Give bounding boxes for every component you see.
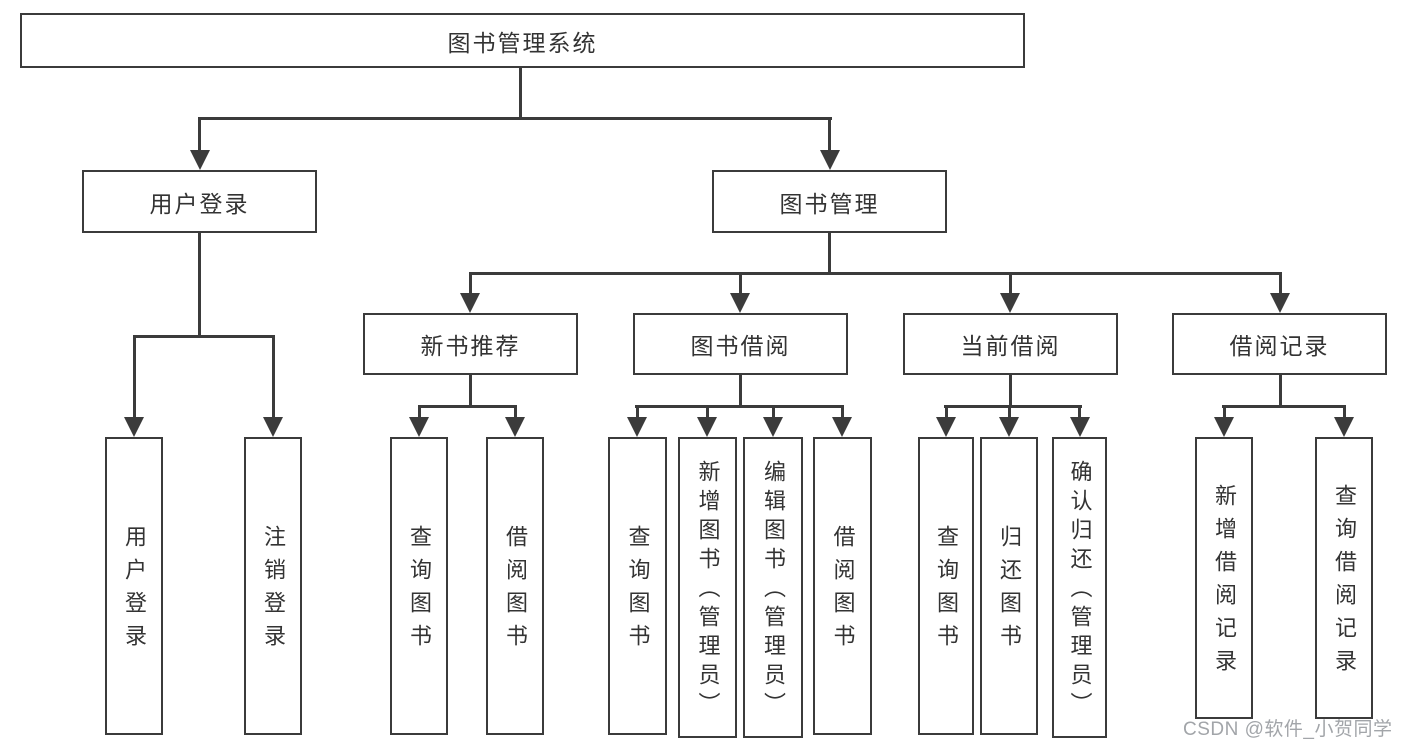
connector-line — [772, 405, 775, 419]
node-borrowing-records: 借阅记录 — [1172, 313, 1387, 375]
arrow-down-icon — [936, 417, 956, 437]
leaf-user-login: 用户登录 — [105, 437, 163, 735]
connector-line — [1279, 272, 1282, 295]
leaf-borrow-books: 借阅图书 — [813, 437, 872, 735]
connector-line — [519, 68, 522, 118]
node-user-login: 用户登录 — [82, 170, 317, 233]
arrow-down-icon — [832, 417, 852, 437]
arrow-down-icon — [124, 417, 144, 437]
connector-line — [418, 405, 421, 419]
leaf-logout: 注销登录 — [244, 437, 302, 735]
arrow-down-icon — [1270, 293, 1290, 313]
leaf-confirm-return-admin: 确认归还（管理员） — [1052, 437, 1107, 738]
connector-line — [418, 405, 517, 408]
arrow-down-icon — [505, 417, 525, 437]
arrow-down-icon — [999, 417, 1019, 437]
node-book-management: 图书管理 — [712, 170, 947, 233]
connector-line — [514, 405, 517, 419]
node-book-borrowing: 图书借阅 — [633, 313, 848, 375]
connector-line — [198, 117, 201, 152]
connector-line — [469, 375, 472, 407]
arrow-down-icon — [1000, 293, 1020, 313]
connector-line — [1078, 405, 1081, 419]
connector-line — [706, 405, 709, 419]
leaf-query-borrow-record: 查询借阅记录 — [1315, 437, 1373, 719]
connector-line — [198, 233, 201, 335]
connector-line — [944, 405, 1082, 408]
arrow-down-icon — [1070, 417, 1090, 437]
connector-line — [635, 405, 844, 408]
watermark: CSDN @软件_小贺同学 — [1183, 719, 1393, 740]
connector-line — [272, 335, 275, 419]
connector-line — [1223, 405, 1226, 419]
arrow-down-icon — [730, 293, 750, 313]
connector-line — [739, 272, 742, 295]
leaf-borrow-books-recommend: 借阅图书 — [486, 437, 544, 735]
arrow-down-icon — [1214, 417, 1234, 437]
arrow-down-icon — [697, 417, 717, 437]
connector-line — [1009, 375, 1012, 407]
arrow-down-icon — [263, 417, 283, 437]
connector-line — [469, 272, 1282, 275]
connector-line — [828, 233, 831, 274]
connector-line — [198, 117, 832, 120]
connector-line — [841, 405, 844, 419]
connector-line — [1222, 405, 1346, 408]
connector-line — [828, 117, 831, 152]
connector-line — [1343, 405, 1346, 419]
connector-line — [945, 405, 948, 419]
arrow-down-icon — [409, 417, 429, 437]
connector-line — [739, 375, 742, 407]
node-current-borrowing: 当前借阅 — [903, 313, 1118, 375]
leaf-return-book: 归还图书 — [980, 437, 1038, 735]
arrow-down-icon — [460, 293, 480, 313]
arrow-down-icon — [820, 150, 840, 170]
arrow-down-icon — [1334, 417, 1354, 437]
leaf-query-books-borrow: 查询图书 — [608, 437, 667, 735]
leaf-add-borrow-record: 新增借阅记录 — [1195, 437, 1253, 719]
connector-line — [133, 335, 275, 338]
connector-line — [1009, 272, 1012, 295]
leaf-add-book-admin: 新增图书（管理员） — [678, 437, 737, 738]
connector-line — [1279, 375, 1282, 407]
arrow-down-icon — [627, 417, 647, 437]
arrow-down-icon — [763, 417, 783, 437]
leaf-query-books-recommend: 查询图书 — [390, 437, 448, 735]
arrow-down-icon — [190, 150, 210, 170]
connector-line — [133, 335, 136, 419]
node-library-management-system: 图书管理系统 — [20, 13, 1025, 68]
connector-line — [636, 405, 639, 419]
connector-line — [1008, 405, 1011, 419]
leaf-edit-book-admin: 编辑图书（管理员） — [743, 437, 803, 738]
connector-line — [469, 272, 472, 295]
node-new-book-recommendation: 新书推荐 — [363, 313, 578, 375]
leaf-query-books-current: 查询图书 — [918, 437, 974, 735]
